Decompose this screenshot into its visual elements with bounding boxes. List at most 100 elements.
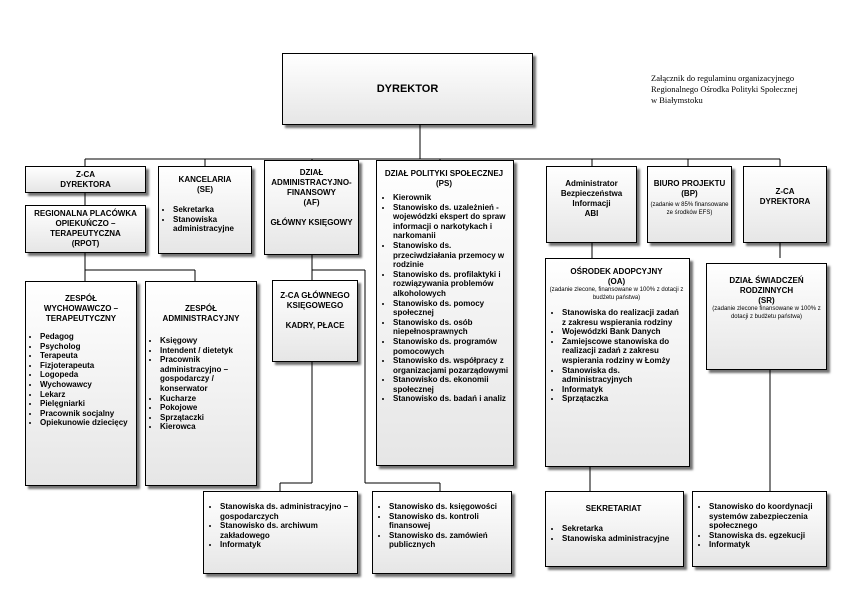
list-item: Stanowiska ds. egzekucji [709,531,823,541]
abi-line4: ABI [584,209,599,218]
list-item: Wojewódzki Bank Danych [562,327,685,337]
list-item: Fizjoterapeuta [40,361,136,371]
social-policy-list: Kierownik Stanowisko ds. uzależnień - wo… [379,193,509,404]
abi-line3: Informacji [572,199,611,208]
deputy-accountant-line3: KADRY, PŁACE [285,321,345,330]
deputy-accountant-box: Z-CA GŁÓWNEGO KSIĘGOWEGO KADRY, PŁACE [272,280,358,362]
list-item: Stanowiska administracyjne [173,215,251,234]
deputy-director-right-box: Z-CA DYREKTORA [743,166,827,243]
projects-line1: BIURO PROJEKTU [653,179,726,188]
admin-team-box: ZESPÓŁ ADMINISTRACYJNY Księgowy Intenden… [145,281,257,486]
director-box: DYREKTOR [282,53,533,125]
therapy-team-title1: ZESPÓŁ [64,294,97,303]
social-policy-title2: (PS) [436,179,452,188]
deputy-left-line2: DYREKTORA [60,180,111,189]
family-benefits-department-box: DZIAŁ ŚWIADCZEŃ RODZINNYCH (SR) (zadanie… [706,263,827,370]
adoption-note: (zadanie zlecone, finansowane w 100% z d… [549,287,684,301]
finance-line3: FINANSOWY [287,188,336,197]
adoption-list: Stanowiska do realizacji zadań z zakresu… [548,308,685,404]
family-benefits-title2: RODZINNYCH [739,286,794,295]
deputy-left-line1: Z-CA [75,170,96,179]
benefits-positions-box: Stanowisko do koordynacji systemów zabez… [692,491,827,567]
office-title1: KANCELARIA [178,175,232,184]
list-item: Stanowisko ds. profilaktyki i rozwiązywa… [393,270,509,299]
deputy-right-line2: DYREKTORA [759,197,811,206]
projects-line2: (BP) [681,189,698,198]
list-item: Pracownik administracyjno – gospodarczy … [160,355,256,393]
therapy-team-title3: TERAPEUTYCZNY [45,314,117,323]
deputy-accountant-line2: KSIĘGOWEGO [286,301,344,310]
finance-line1: DZIAŁ [299,168,324,177]
benefits-positions-list: Stanowisko do koordynacji systemów zabez… [695,502,823,550]
list-item: Stanowisko ds. księgowości [389,502,507,512]
admin-team-title1: ZESPÓŁ [184,304,217,313]
deputy-director-left-box: Z-CA DYREKTORA [25,166,146,193]
secretariat-title: SEKRETARIAT [585,504,642,513]
secretariat-box: SEKRETARIAT Sekretarka Stanowiska admini… [545,491,684,567]
note-line-2: Regionalnego Ośrodka Polityki Społecznej [651,84,798,94]
list-item: Psycholog [40,342,136,352]
list-item: Stanowisko ds. pomocy społecznej [393,299,509,318]
list-item: Sprzątaczka [562,394,685,404]
list-item: Stanowiska ds. administracyjnych [562,366,685,385]
deputy-right-line1: Z-CA [775,187,795,196]
list-item: Kierowca [160,422,256,432]
list-item: Stanowiska administracyjne [562,534,679,544]
abi-line2: Bezpieczeństwa [560,189,623,198]
list-item: Informatyk [220,540,353,550]
list-item: Informatyk [562,385,685,395]
list-item: Kierownik [393,193,509,203]
rpot-line4: (RPOT) [71,239,100,248]
social-policy-title1: DZIAŁ POLITYKI SPOŁECZNEJ [384,169,504,178]
note-line-1: Załącznik do regulaminu organizacyjnego [651,73,795,83]
finance-line5: GŁÓWNY KSIĘGOWY [270,218,353,227]
list-item: Stanowisko ds. ekonomii społecznej [393,375,509,394]
finance-accounting-positions-box: Stanowisko ds. księgowości Stanowisko ds… [372,491,512,574]
deputy-accountant-line1: Z-CA GŁÓWNEGO [280,291,350,300]
finance-admin-list: Stanowiska ds. administracyjno – gospoda… [206,502,353,550]
finance-line4: (AF) [303,198,320,207]
rpot-line2: OPIEKUŃCZO – [55,219,116,228]
list-item: Stanowisko ds. przeciwdziałania przemocy… [393,241,509,270]
list-item: Informatyk [709,540,823,550]
adoption-title1: OŚRODEK ADOPCYJNY [570,267,663,276]
finance-line2: ADMINISTRACYJNO- [271,178,352,187]
social-policy-department-box: DZIAŁ POLITYKI SPOŁECZNEJ (PS) Kierownik… [376,160,514,466]
list-item: Stanowisko ds. programów pomocowych [393,337,509,356]
list-item: Opiekunowie dziecięcy [40,418,136,428]
finance-department-box: DZIAŁ ADMINISTRACYJNO- FINANSOWY (AF) GŁ… [264,160,359,255]
list-item: Intendent / dietetyk [160,346,256,356]
office-title2: (SE) [197,185,213,194]
list-item: Stanowiska ds. administracyjno – gospoda… [220,502,353,521]
list-item: Stanowisko do koordynacji systemów zabez… [709,502,823,531]
adoption-center-box: OŚRODEK ADOPCYJNY (OA) (zadanie zlecone,… [545,258,690,467]
office-list: Sekretarka Stanowiska administracyjne [159,205,251,234]
list-item: Stanowisko ds. archiwum zakładowego [220,521,353,540]
list-item: Księgowy [160,336,256,346]
admin-team-list: Księgowy Intendent / dietetyk Pracownik … [146,336,256,432]
list-item: Pedagog [40,332,136,342]
list-item: Pielęgniarki [40,399,136,409]
abi-line1: Administrator [565,179,618,188]
rpot-line1: REGIONALNA PLACÓWKA [34,209,137,218]
family-benefits-title3: (SR) [758,296,775,305]
family-benefits-title1: DZIAŁ ŚWIADCZEŃ [729,276,804,285]
list-item: Sprzątaczki [160,413,256,423]
rpot-box: REGIONALNA PLACÓWKA OPIEKUŃCZO – TERAPEU… [25,205,146,253]
admin-team-title2: ADMINISTRACYJNY [162,314,240,323]
projects-note: (zadanie w 85% finansowane ze środków EF… [650,202,729,216]
director-title: DYREKTOR [376,83,439,95]
list-item: Sekretarka [173,205,251,215]
list-item: Stanowisko ds. osób niepełnosprawnych [393,318,509,337]
family-benefits-note: (zadanie zlecone finansowane w 100% z do… [712,306,821,320]
secretariat-list: Sekretarka Stanowiska administracyjne [548,524,679,543]
project-office-box: BIURO PROJEKTU (BP) (zadanie w 85% finan… [647,166,732,243]
therapy-team-title2: WYCHOWAWCZO – [43,304,119,313]
rpot-line3: TERAPEUTYCZNA [50,229,121,238]
list-item: Pracownik socjalny [40,409,136,419]
list-item: Stanowisko ds. uzależnień - wojewódzki e… [393,203,509,241]
list-item: Zamiejscowe stanowiska do realizacji zad… [562,337,685,366]
list-item: Terapeuta [40,351,136,361]
therapy-team-list: Pedagog Psycholog Terapeuta Fizjoterapeu… [26,332,136,428]
list-item: Kucharze [160,394,256,404]
